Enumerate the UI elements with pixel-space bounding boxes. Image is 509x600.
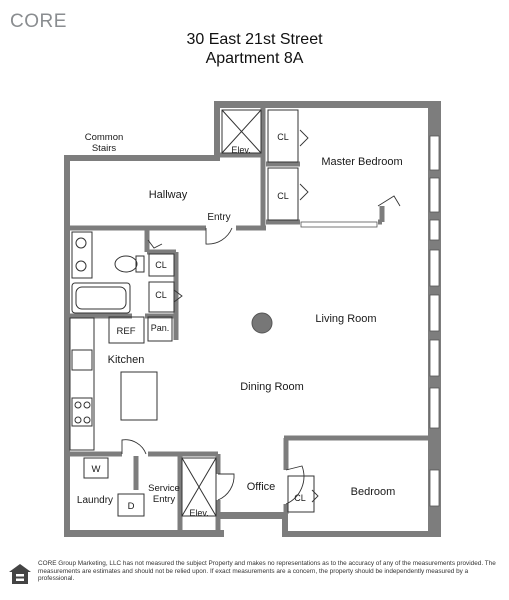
label-office: Office [247, 481, 276, 493]
label-service-entry-1: Service [148, 483, 180, 494]
label-service-entry-2: Entry [153, 494, 175, 505]
equal-housing-icon [9, 564, 31, 584]
windows [300, 135, 440, 507]
label-master-bedroom: Master Bedroom [321, 156, 402, 168]
label-kitchen: Kitchen [108, 354, 145, 366]
label-elevator-bottom: Elev. [189, 508, 208, 518]
label-refrigerator: REF [117, 326, 136, 337]
label-entry: Entry [207, 212, 230, 223]
room-labels: Common Stairs Hallway Entry Elev. CL CL … [77, 132, 403, 518]
label-bedroom: Bedroom [351, 486, 396, 498]
label-common-stairs-1: Common [85, 132, 124, 143]
label-washer: W [92, 464, 101, 475]
label-closet-4: CL [155, 290, 167, 300]
fixtures [69, 109, 315, 517]
label-living-room: Living Room [315, 313, 376, 325]
brand-logo: CORE [10, 11, 67, 32]
plan-title-address: 30 East 21st Street [186, 31, 323, 48]
label-closet-2: CL [277, 191, 289, 201]
interior-walls [70, 108, 428, 530]
label-dining-room: Dining Room [240, 381, 304, 393]
plan-title-unit: Apartment 8A [205, 50, 304, 67]
label-closet-3: CL [155, 260, 167, 270]
label-hallway: Hallway [149, 189, 188, 201]
label-dryer: D [128, 501, 135, 512]
label-laundry: Laundry [77, 495, 113, 506]
label-closet-5: CL [294, 493, 306, 503]
label-pantry: Pan. [151, 323, 170, 333]
label-common-stairs-2: Stairs [92, 143, 117, 154]
disclaimer-text: CORE Group Marketing, LLC has not measur… [38, 560, 496, 583]
label-closet-1: CL [277, 132, 289, 142]
label-elevator-top: Elev. [231, 145, 250, 155]
door-swings [121, 129, 401, 505]
